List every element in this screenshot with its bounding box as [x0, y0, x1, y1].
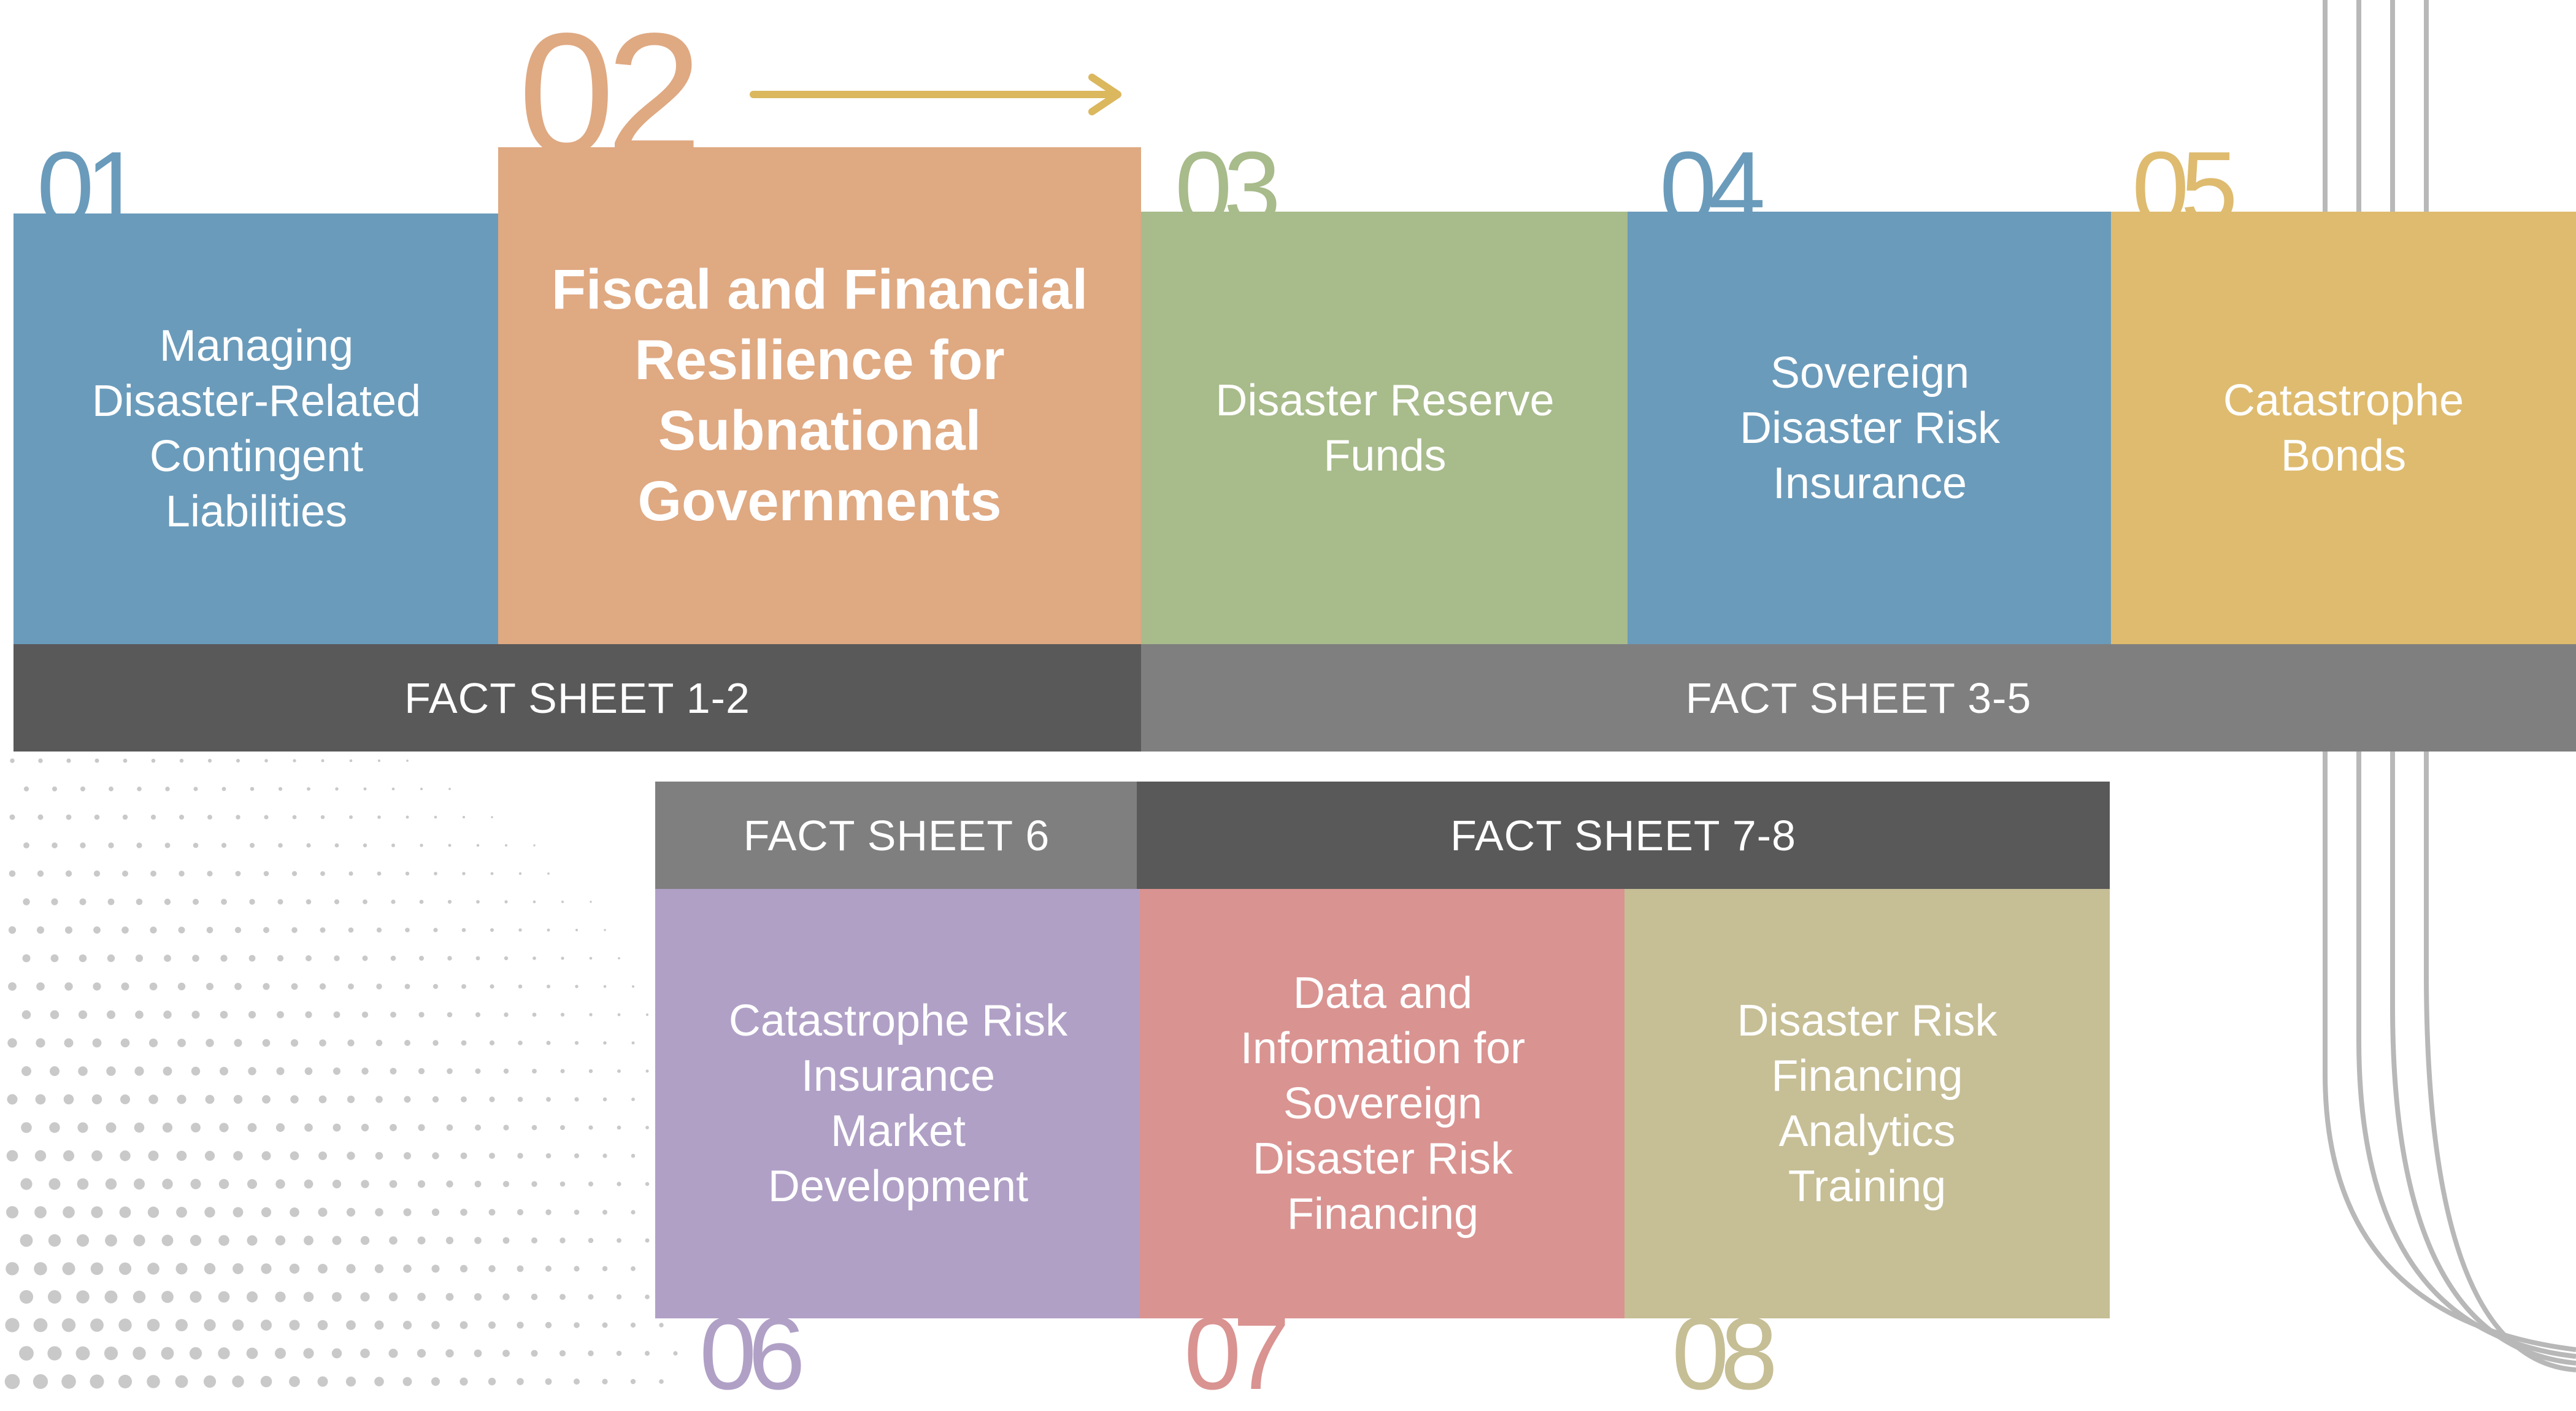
arrow-right-icon	[750, 74, 1121, 115]
item-label: Catastrophe Bonds	[2223, 375, 2464, 480]
fact-sheet-bar-7-8: FACT SHEET 7-8	[1137, 782, 2110, 889]
item-catastrophe-insurance-market: Catastrophe Risk Insurance Market Develo…	[655, 889, 1141, 1318]
step-number-06: 06	[699, 1296, 805, 1411]
fact-sheet-bar-1-2: FACT SHEET 1-2	[13, 644, 1141, 752]
fact-sheet-bar-6: FACT SHEET 6	[655, 782, 1138, 889]
item-label-highlighted: Fiscal and Financial Resilience for Subn…	[551, 258, 1088, 532]
item-label: Disaster Risk Financing Analytics Traini…	[1737, 996, 1997, 1211]
item-label: Catastrophe Risk Insurance Market Develo…	[728, 996, 1068, 1211]
item-data-information: Data and Information for Sovereign Disas…	[1140, 889, 1626, 1318]
dot-pattern-decoration	[4, 758, 678, 1390]
item-sovereign-insurance: Sovereign Disaster Risk Insurance	[1628, 212, 2112, 644]
item-disaster-reserve-funds: Disaster Reserve Funds	[1141, 212, 1629, 644]
step-number-08: 08	[1672, 1296, 1778, 1411]
item-label: Disaster Reserve Funds	[1215, 375, 1555, 480]
item-label: Sovereign Disaster Risk Insurance	[1739, 348, 2001, 508]
item-analytics-training: Disaster Risk Financing Analytics Traini…	[1624, 889, 2110, 1318]
item-subnational-resilience: Fiscal and Financial Resilience for Subn…	[498, 147, 1141, 644]
item-catastrophe-bonds: Catastrophe Bonds	[2111, 212, 2576, 644]
fact-sheet-bar-3-5: FACT SHEET 3-5	[1141, 644, 2576, 752]
step-number-07: 07	[1184, 1296, 1290, 1411]
item-label: Data and Information for Sovereign Disas…	[1240, 969, 1526, 1239]
item-managing-contingent-liabilities: Managing Disaster-Related Contingent Lia…	[13, 213, 499, 644]
item-label: Managing Disaster-Related Contingent Lia…	[91, 321, 421, 536]
